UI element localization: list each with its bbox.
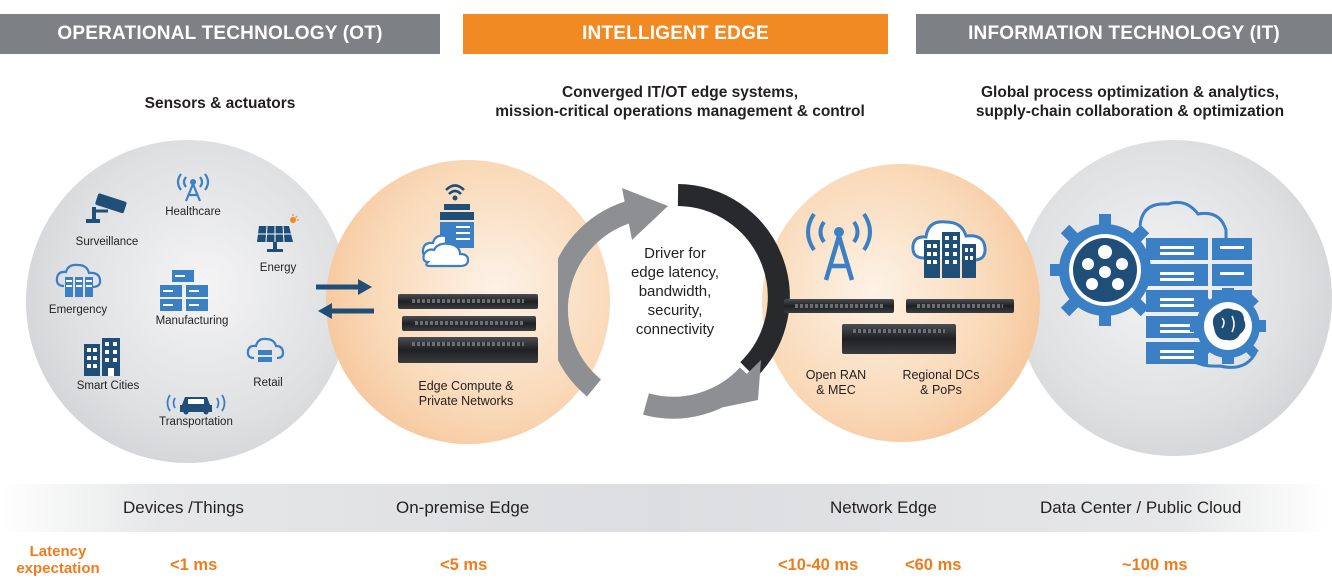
network-server-3 (842, 324, 956, 354)
it-header: INFORMATION TECHNOLOGY (IT) (916, 14, 1332, 54)
it-subtitle: Global process optimization & analytics,… (930, 83, 1330, 121)
edge-compute-label: Edge Compute & Private Networks (396, 379, 536, 409)
driver-line5: connectivity (635, 321, 715, 338)
latency-network-regional: <60 ms (905, 556, 962, 574)
tier-band (0, 484, 1332, 532)
smart-cities-label: Smart Cities (76, 380, 140, 392)
network-server-2 (906, 299, 1014, 313)
tier-devices: Devices /Things (123, 498, 244, 517)
regional-line2: & PoPs (920, 383, 962, 397)
latency-network-ran: <10-40 ms (778, 556, 859, 574)
emergency-label: Emergency (48, 304, 108, 316)
regional-line1: Regional DCs (902, 368, 980, 382)
edge-server-3 (398, 337, 538, 363)
bidirectional-arrows-icon (316, 279, 374, 319)
retail-cloud-icon (246, 337, 285, 362)
cloud-building-icon (911, 220, 987, 278)
brain-gear (1190, 288, 1266, 364)
large-gear (1050, 214, 1160, 326)
open-ran-line2: & MEC (816, 383, 856, 397)
latency-title-line1: Latency (29, 543, 87, 560)
latency-title-line2: expectation (16, 560, 100, 577)
driver-line2: edge latency, (630, 264, 720, 281)
manufacturing-label: Manufacturing (155, 315, 229, 327)
latency-on-prem: <5 ms (440, 556, 488, 574)
edge-compute-line2: Private Networks (418, 394, 514, 408)
building-icon (84, 338, 120, 376)
driver-line3: bandwidth, (638, 283, 712, 300)
retail-label: Retail (253, 377, 283, 389)
it-subtitle-line1: Global process optimization & analytics, (980, 84, 1279, 101)
latency-title: Latency expectation (12, 543, 104, 577)
cycle-arrows-icon (558, 184, 790, 419)
edge-server-2 (402, 316, 536, 331)
ot-header: OPERATIONAL TECHNOLOGY (OT) (0, 14, 440, 54)
edge-header: INTELLIGENT EDGE (463, 14, 888, 54)
wifi-router-icon (421, 184, 474, 268)
tier-on-prem: On-premise Edge (396, 498, 530, 517)
car-signal-icon (166, 394, 226, 415)
ot-subtitle: Sensors & actuators (144, 95, 296, 112)
latency-datacenter: ~100 ms (1122, 556, 1188, 574)
driver-text: Driver for edge latency, bandwidth, secu… (612, 244, 738, 339)
edge-compute-line1: Edge Compute & (418, 379, 514, 393)
healthcare-antenna-icon (176, 173, 210, 202)
cloud-server-icon (55, 263, 102, 297)
driver-line4: security, (647, 302, 703, 319)
regional-dcs-label: Regional DCs & PoPs (886, 368, 996, 398)
driver-line1: Driver for (644, 245, 706, 262)
transportation-label: Transportation (159, 416, 233, 428)
cell-tower-icon (806, 212, 872, 281)
tier-network: Network Edge (830, 498, 937, 517)
healthcare-label: Healthcare (165, 206, 221, 218)
it-subtitle-line2: supply-chain collaboration & optimizatio… (975, 103, 1285, 120)
energy-label: Energy (259, 262, 297, 274)
latency-devices: <1 ms (170, 556, 218, 574)
surveillance-label: Surveillance (75, 236, 139, 248)
network-server-1 (784, 299, 894, 313)
edge-server-1 (398, 294, 538, 309)
datacenter-gears-icon (1050, 200, 1266, 369)
edge-subtitle: Converged IT/OT edge systems, mission-cr… (440, 83, 920, 121)
tier-datacenter: Data Center / Public Cloud (1040, 498, 1242, 517)
open-ran-line1: Open RAN (805, 368, 867, 382)
surveillance-camera-icon (86, 193, 127, 223)
server-rack-icon (160, 270, 208, 311)
open-ran-label: Open RAN & MEC (796, 368, 876, 398)
solar-panel-icon (257, 214, 299, 252)
edge-subtitle-line2: mission-critical operations management &… (495, 103, 865, 120)
edge-subtitle-line1: Converged IT/OT edge systems, (561, 84, 798, 101)
